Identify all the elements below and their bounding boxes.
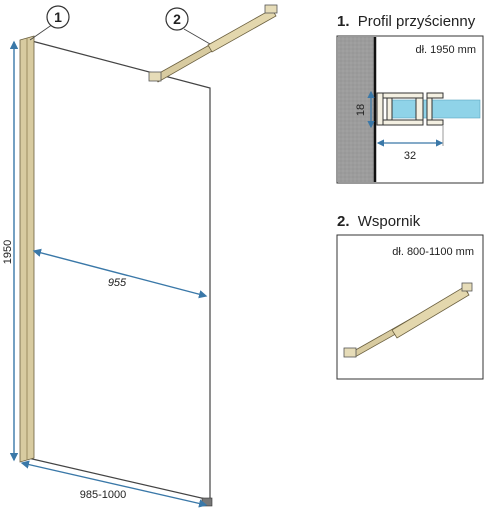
bracket-length-label: dł. 800-1100 mm (392, 246, 474, 258)
profile-heading: 1. Profil przyścienny (337, 13, 476, 30)
height-dimension-label: 1950 (2, 240, 14, 264)
bracket-heading-title: Wspornik (358, 213, 421, 230)
height-dimension: 1950 (2, 40, 19, 462)
profile-length-label: dł. 1950 mm (415, 44, 476, 56)
profile-detail: 1. Profil przyścienny dł. 1950 mm 18 32 (336, 13, 484, 184)
total-width-dimension: 985-1000 (20, 460, 208, 508)
profile-section (376, 92, 444, 126)
glass-section (391, 99, 481, 119)
callout-1-number: 1 (54, 9, 62, 25)
profile-depth-label: 18 (355, 104, 367, 116)
bracket-detail-glass-clamp (461, 282, 473, 292)
profile-heading-number: 1. (337, 13, 350, 30)
stabilizer-bar (148, 4, 278, 83)
bracket-wall-clamp (148, 71, 162, 82)
profile-width-label: 32 (404, 150, 416, 162)
bracket-heading-number: 2. (337, 213, 350, 230)
glass-panel (19, 35, 213, 507)
total-width-label: 985-1000 (80, 489, 127, 501)
glass-width-dimension: 955 (32, 248, 208, 299)
bracket-heading: 2. Wspornik (337, 213, 421, 230)
bracket-detail: 2. Wspornik dł. 800-1100 mm (336, 213, 484, 380)
bracket-detail-frame (336, 234, 484, 380)
glass-width-label: 955 (108, 277, 127, 289)
callout-2: 2 (165, 7, 211, 45)
glass-pane (27, 39, 211, 501)
callout-2-number: 2 (173, 11, 181, 27)
bracket-drawing (343, 282, 473, 358)
callout-1: 1 (29, 5, 70, 41)
profile-heading-title: Profil przyścienny (358, 13, 476, 30)
bracket-detail-wall-clamp (343, 347, 357, 358)
